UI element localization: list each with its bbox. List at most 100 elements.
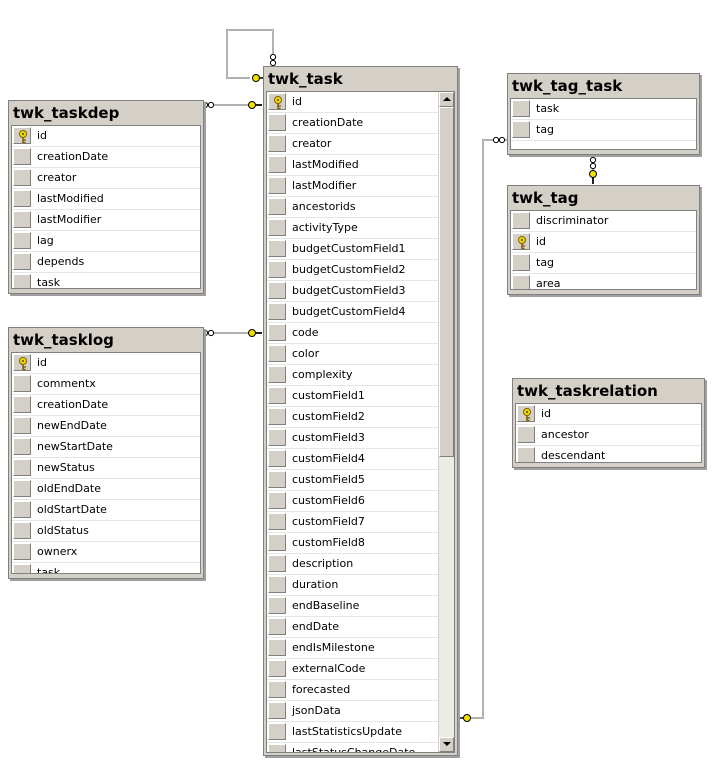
table-title[interactable]: twk_tag [512, 189, 579, 207]
column-row[interactable]: lastModifier [12, 210, 200, 231]
column-row[interactable]: duration [267, 575, 438, 596]
row-selector[interactable] [268, 177, 286, 194]
column-row[interactable]: ancestorids [267, 197, 438, 218]
column-row[interactable]: customField4 [267, 449, 438, 470]
row-selector[interactable] [268, 303, 286, 320]
row-selector[interactable] [13, 148, 31, 165]
column-row[interactable]: task [12, 563, 200, 573]
row-selector[interactable] [512, 275, 530, 289]
column-row[interactable]: tag [511, 253, 696, 274]
column-row[interactable]: lastStatisticsUpdate [267, 722, 438, 743]
row-selector[interactable] [13, 543, 31, 560]
column-row[interactable]: creationDate [12, 395, 200, 416]
column-row[interactable]: lastModified [267, 155, 438, 176]
column-row[interactable]: complexity [267, 365, 438, 386]
row-selector[interactable] [13, 253, 31, 270]
column-row[interactable]: activityType [267, 218, 438, 239]
column-row[interactable]: budgetCustomField4 [267, 302, 438, 323]
row-selector[interactable] [268, 366, 286, 383]
row-selector[interactable] [517, 426, 535, 443]
column-row[interactable]: lastModified [12, 189, 200, 210]
row-selector[interactable] [13, 564, 31, 573]
table-title[interactable]: twk_task [268, 70, 343, 88]
row-selector[interactable] [268, 240, 286, 257]
row-selector[interactable] [268, 723, 286, 740]
row-selector[interactable] [268, 135, 286, 152]
table-title[interactable]: twk_tag_task [512, 77, 623, 95]
column-row[interactable]: customField6 [267, 491, 438, 512]
row-selector[interactable] [268, 429, 286, 446]
row-selector[interactable] [268, 597, 286, 614]
column-row[interactable]: id [267, 92, 438, 113]
column-row[interactable]: newEndDate [12, 416, 200, 437]
scroll-down-button[interactable] [439, 737, 454, 752]
row-selector[interactable] [13, 232, 31, 249]
column-row[interactable]: endDate [267, 617, 438, 638]
row-selector[interactable] [512, 233, 530, 250]
row-selector[interactable] [13, 438, 31, 455]
table-title[interactable]: twk_tasklog [13, 331, 114, 349]
row-selector[interactable] [268, 114, 286, 131]
row-selector[interactable] [13, 417, 31, 434]
row-selector[interactable] [268, 555, 286, 572]
row-selector[interactable] [268, 261, 286, 278]
column-row[interactable]: customField8 [267, 533, 438, 554]
column-row[interactable]: newStartDate [12, 437, 200, 458]
row-selector[interactable] [268, 450, 286, 467]
row-selector[interactable] [268, 681, 286, 698]
column-row[interactable]: color [267, 344, 438, 365]
column-row[interactable]: customField1 [267, 386, 438, 407]
row-selector[interactable] [13, 480, 31, 497]
row-selector[interactable] [13, 459, 31, 476]
column-row[interactable]: code [267, 323, 438, 344]
column-row[interactable]: id [12, 126, 200, 147]
row-selector[interactable] [517, 405, 535, 422]
row-selector[interactable] [13, 354, 31, 371]
column-row[interactable]: lag [12, 231, 200, 252]
row-selector[interactable] [268, 93, 286, 110]
column-row[interactable]: creator [12, 168, 200, 189]
row-selector[interactable] [268, 618, 286, 635]
column-row[interactable]: ownerx [12, 542, 200, 563]
row-selector[interactable] [13, 274, 31, 288]
column-row[interactable]: creator [267, 134, 438, 155]
row-selector[interactable] [268, 471, 286, 488]
column-row[interactable]: budgetCustomField2 [267, 260, 438, 281]
row-selector[interactable] [512, 254, 530, 271]
table-title[interactable]: twk_taskdep [13, 104, 120, 122]
column-row[interactable]: jsonData [267, 701, 438, 722]
scroll-up-button[interactable] [439, 92, 454, 107]
row-selector[interactable] [268, 198, 286, 215]
row-selector[interactable] [268, 156, 286, 173]
column-row[interactable]: descendant [516, 446, 701, 462]
column-row[interactable]: externalCode [267, 659, 438, 680]
row-selector[interactable] [512, 121, 530, 138]
row-selector[interactable] [268, 345, 286, 362]
column-row[interactable]: ancestor [516, 425, 701, 446]
column-row[interactable]: forecasted [267, 680, 438, 701]
row-selector[interactable] [268, 513, 286, 530]
column-row[interactable]: lastModifier [267, 176, 438, 197]
row-selector[interactable] [13, 396, 31, 413]
column-row[interactable]: customField3 [267, 428, 438, 449]
column-row[interactable]: oldStatus [12, 521, 200, 542]
column-row[interactable]: customField5 [267, 470, 438, 491]
row-selector[interactable] [268, 576, 286, 593]
row-selector[interactable] [268, 702, 286, 719]
column-row[interactable]: depends [12, 252, 200, 273]
column-row[interactable]: id [511, 232, 696, 253]
column-row[interactable]: creationDate [267, 113, 438, 134]
column-row[interactable]: oldEndDate [12, 479, 200, 500]
row-selector[interactable] [512, 212, 530, 229]
column-row[interactable]: budgetCustomField1 [267, 239, 438, 260]
column-row[interactable]: commentx [12, 374, 200, 395]
row-selector[interactable] [268, 492, 286, 509]
column-row[interactable]: customField2 [267, 407, 438, 428]
column-row[interactable]: id [516, 404, 701, 425]
row-selector[interactable] [268, 660, 286, 677]
vertical-scrollbar[interactable] [438, 92, 454, 752]
